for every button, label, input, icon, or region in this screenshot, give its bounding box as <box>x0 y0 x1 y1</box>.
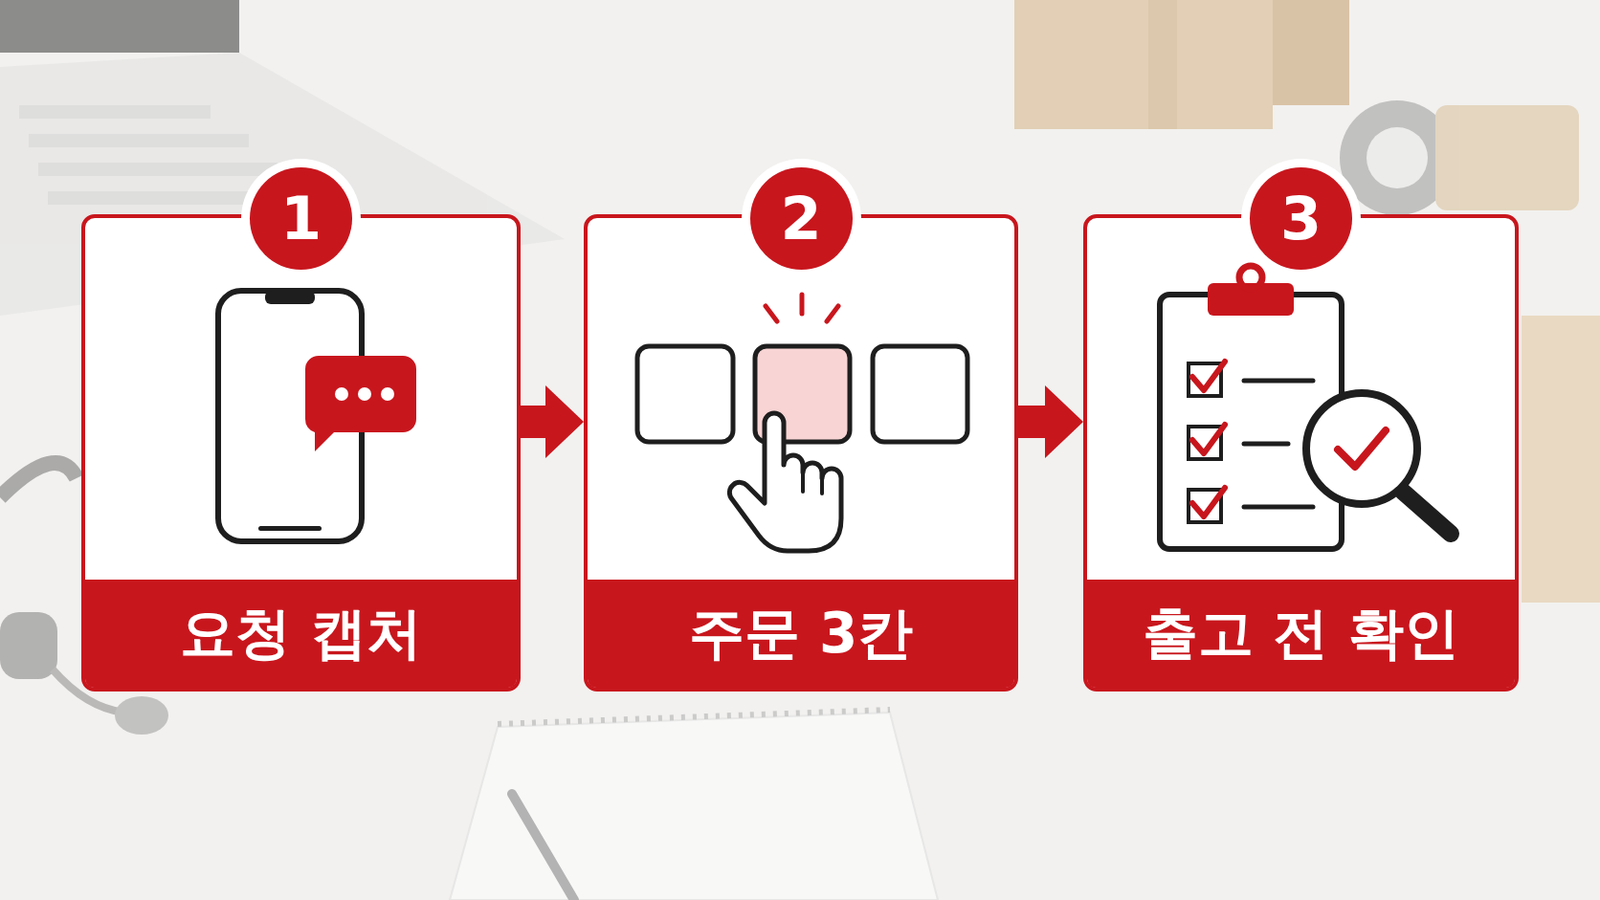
click-rays <box>765 294 839 322</box>
step-card: 출고 전 확인3 <box>1083 214 1519 692</box>
chat-dot <box>380 387 395 401</box>
step-number: 2 <box>779 189 822 249</box>
hand-creases <box>802 466 823 494</box>
tape-dispenser <box>1339 100 1579 216</box>
step-number-badge: 3 <box>1249 167 1353 270</box>
step-number: 3 <box>1280 189 1322 249</box>
clipboard-ring <box>1239 266 1263 289</box>
step-number-badge: 2 <box>750 167 853 270</box>
chat-bubble <box>305 355 417 452</box>
step-label: 주문 3칸 <box>587 579 1015 689</box>
step-card: 주문 3칸2 <box>583 214 1019 692</box>
flow-arrow <box>520 385 584 459</box>
magnifier-check <box>1337 430 1386 467</box>
chat-dot <box>334 387 349 401</box>
step-number: 1 <box>280 189 322 249</box>
step-label: 출고 전 확인 <box>1087 579 1515 689</box>
step-card: 요청 캡처1 <box>81 214 521 692</box>
magnifier-lens <box>1306 393 1418 505</box>
slot-box <box>637 346 734 443</box>
pointer-hand <box>729 413 842 552</box>
phone-home-bar <box>258 526 322 532</box>
slot-box <box>872 346 968 443</box>
phone-notch <box>265 290 315 305</box>
checklist-rows <box>1188 361 1313 523</box>
step-label: 요청 캡처 <box>85 579 517 689</box>
notebook <box>449 710 938 900</box>
flow-arrow <box>1018 385 1084 459</box>
magnifier-handle <box>1402 491 1451 534</box>
chat-dot <box>357 387 372 401</box>
step-number-badge: 1 <box>249 167 353 270</box>
